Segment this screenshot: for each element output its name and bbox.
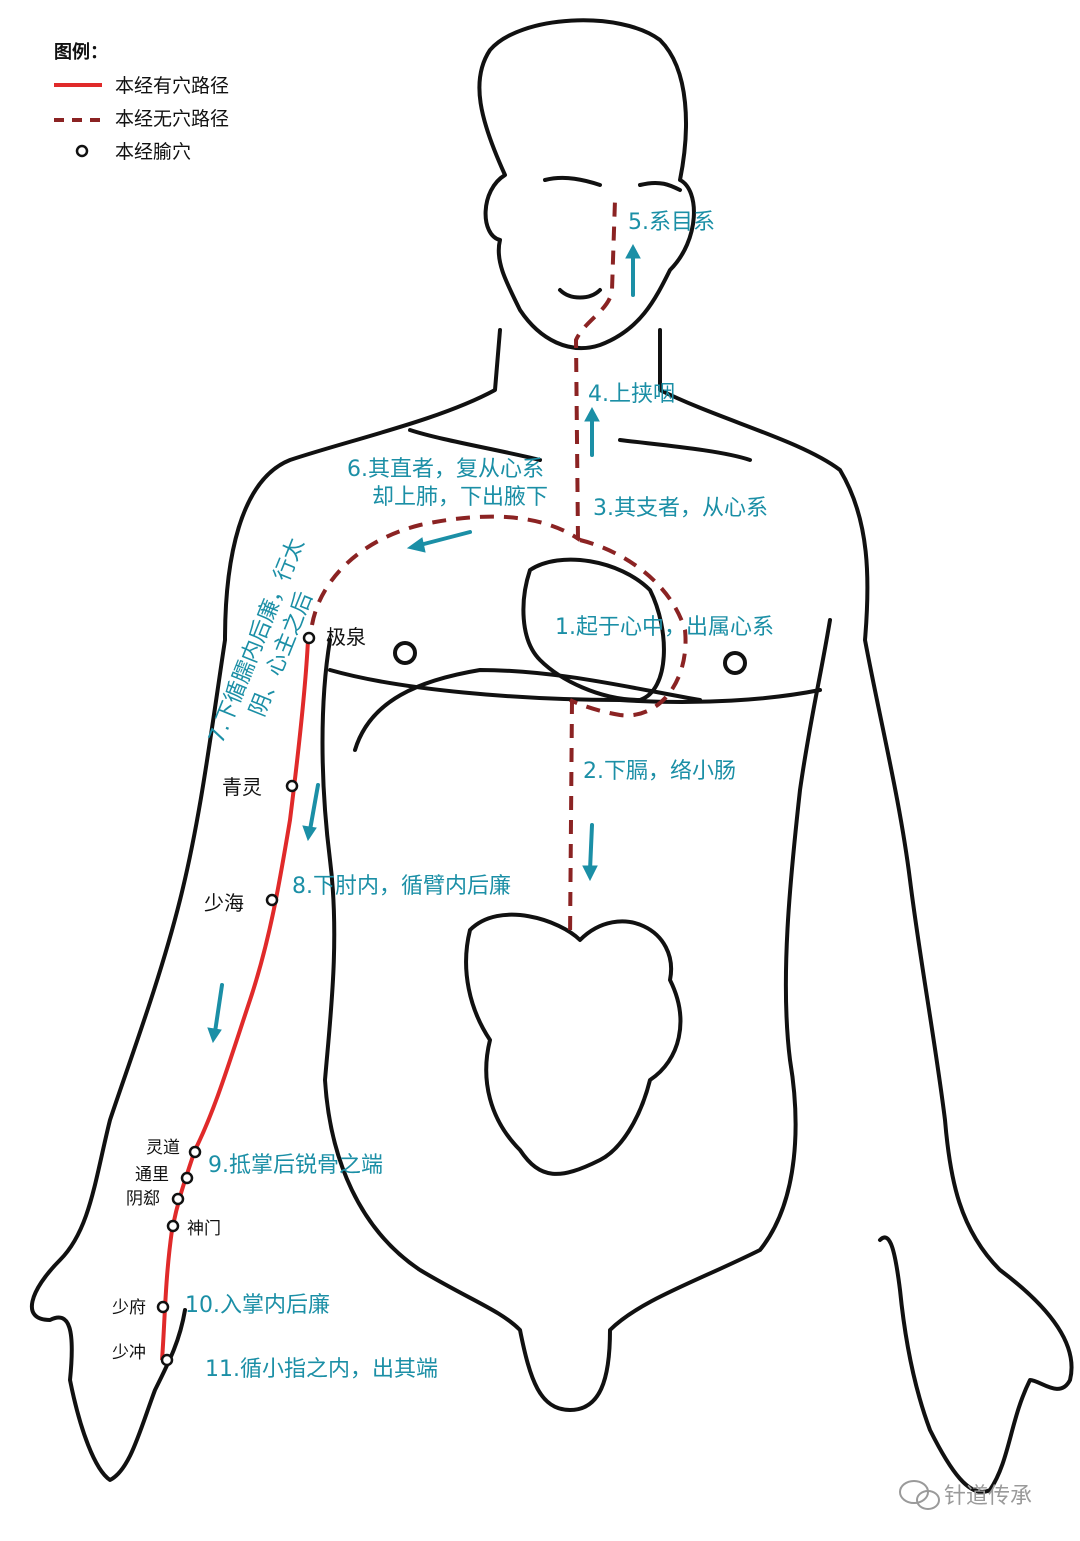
path-label-3: 3.其支者，从心系	[593, 496, 768, 521]
legend-title: 图例：	[54, 41, 108, 63]
acupoint-label: 青灵	[222, 775, 262, 799]
arrow-up-icon	[584, 406, 600, 457]
path-label-2: 2.下膈，络小肠	[583, 759, 736, 784]
acupoint-label: 阴郄	[126, 1189, 160, 1209]
body-outline	[30, 18, 1074, 1494]
direction-arrows	[207, 243, 641, 1044]
acupoint-marker	[156, 1300, 170, 1314]
arrow-up-icon	[625, 243, 641, 297]
path-label-10: 10.入掌内后廉	[185, 1293, 330, 1318]
acupoint-marker	[285, 779, 299, 793]
acupoint-label: 少冲	[112, 1343, 146, 1363]
watermark-text: 针道传承	[944, 1484, 1032, 1509]
meridian-dashed-descend	[568, 699, 574, 941]
acupoint-marker	[265, 893, 279, 907]
path-label-6a: 6.其直者，复从心系	[347, 457, 544, 482]
path-label-5: 5.系目系	[628, 210, 715, 235]
acupoint-label: 灵道	[146, 1138, 180, 1158]
arrow-left-icon	[406, 530, 472, 553]
arrow-down-icon	[582, 823, 598, 882]
acupoint-label: 极泉	[326, 625, 366, 649]
meridian-solid-arm	[160, 639, 310, 1361]
acupoint-marker	[302, 631, 316, 645]
meridian-dashed-axilla	[310, 514, 582, 626]
acupoint-label: 通里	[135, 1165, 169, 1185]
legend-label: 本经无穴路径	[115, 108, 229, 130]
acupoint-marker	[166, 1219, 180, 1233]
path-label-8: 8.下肘内，循臂内后廉	[292, 874, 511, 899]
path-label-6b: 却上肺，下出腋下	[372, 485, 548, 510]
path-labels: 1.起于心中，出属心系 2.下膈，络小肠 3.其支者，从心系 4.上挟咽 5.系…	[185, 210, 774, 1382]
acupoint-label: 少府	[112, 1298, 146, 1318]
legend-label: 本经有穴路径	[115, 75, 229, 97]
legend-circle-icon	[75, 144, 89, 158]
path-label-9: 9.抵掌后锐骨之端	[208, 1153, 383, 1178]
legend-label: 本经腧穴	[115, 141, 191, 163]
path-label-4: 4.上挟咽	[588, 382, 675, 407]
meridian-dashed-heart	[569, 538, 688, 718]
watermark: 针道传承	[899, 1480, 1032, 1510]
acupoint-marker	[188, 1145, 202, 1159]
acupoints: 极泉 青灵 少海 灵道 通里 阴郄 神门 少府 少冲	[112, 625, 366, 1367]
acupoint-marker	[180, 1171, 194, 1185]
acupoint-label: 少海	[204, 891, 244, 915]
arrow-down-icon	[207, 983, 224, 1044]
legend: 图例： 本经有穴路径 本经无穴路径 本经腧穴	[54, 41, 229, 163]
path-label-11: 11.循小指之内，出其端	[205, 1357, 438, 1382]
acupoint-label: 神门	[187, 1219, 221, 1239]
path-label-1: 1.起于心中，出属心系	[555, 615, 774, 640]
acupoint-marker	[171, 1192, 185, 1206]
arrow-down-icon	[302, 783, 320, 842]
wechat-icon	[899, 1480, 940, 1510]
acupoint-marker	[160, 1353, 174, 1367]
meridian-dashed-ascend	[573, 199, 617, 541]
